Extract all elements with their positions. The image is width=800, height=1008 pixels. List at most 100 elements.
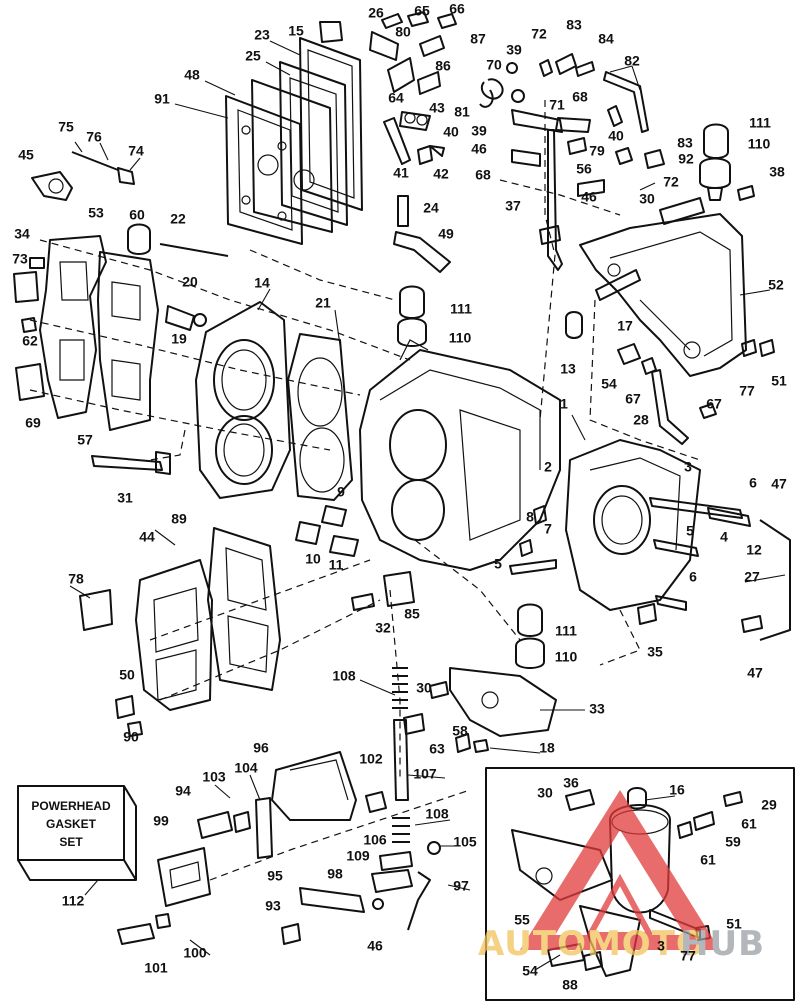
part-label-p65: 65 xyxy=(414,3,430,19)
watermark: AUTOMOTO HUB xyxy=(478,790,765,964)
part-label-p108a: 108 xyxy=(332,668,356,684)
gasket-box-line1: POWERHEAD xyxy=(31,799,111,813)
alignment-lines xyxy=(29,100,701,881)
part-label-p68b: 68 xyxy=(475,167,491,183)
part-label-p21: 21 xyxy=(315,295,331,311)
part-label-p83b: 83 xyxy=(677,135,693,151)
part-label-p98: 98 xyxy=(327,866,343,882)
part-label-p67a: 67 xyxy=(625,391,641,407)
part-label-p75: 75 xyxy=(58,119,74,135)
part-label-p25: 25 xyxy=(245,48,261,64)
part-label-p41: 41 xyxy=(393,165,409,181)
part-label-p88: 88 xyxy=(562,977,578,993)
part-label-p76: 76 xyxy=(86,129,102,145)
part-label-p108b: 108 xyxy=(425,806,449,822)
part-label-p110b: 110 xyxy=(449,330,472,346)
intake-manifold xyxy=(79,527,281,737)
part-label-p34: 34 xyxy=(14,226,30,242)
part-label-p45: 45 xyxy=(18,147,34,163)
cylinder-head xyxy=(91,301,291,499)
part-label-p48: 48 xyxy=(184,67,200,83)
part-label-p3b: 3 xyxy=(657,938,665,954)
part-label-p30a: 30 xyxy=(639,191,655,207)
part-label-p104: 104 xyxy=(234,760,258,776)
part-label-p43: 43 xyxy=(429,100,445,116)
part-label-p42: 42 xyxy=(433,166,449,182)
upper-motor-mount xyxy=(699,123,755,201)
part-label-p97: 97 xyxy=(453,878,469,894)
part-label-p51b: 51 xyxy=(726,916,742,932)
part-label-p29: 29 xyxy=(761,797,777,813)
part-label-p5a: 5 xyxy=(686,523,694,539)
part-label-p52: 52 xyxy=(768,277,784,293)
part-label-p16: 16 xyxy=(669,782,685,798)
part-label-p103: 103 xyxy=(202,769,226,785)
part-label-p96: 96 xyxy=(253,740,269,756)
part-label-p19: 19 xyxy=(171,331,187,347)
part-label-p30b: 30 xyxy=(416,680,432,696)
part-label-p38: 38 xyxy=(769,164,785,180)
part-label-p33: 33 xyxy=(589,701,605,717)
part-label-p93: 93 xyxy=(265,898,281,914)
part-label-p110a: 110 xyxy=(748,136,771,152)
cylinder-block xyxy=(359,195,561,571)
part-label-p107: 107 xyxy=(413,766,437,782)
part-label-p78: 78 xyxy=(68,571,84,587)
part-label-p6b: 6 xyxy=(689,569,697,585)
lower-motor-mount xyxy=(403,603,557,753)
part-label-p102: 102 xyxy=(359,751,383,767)
part-label-p72b: 72 xyxy=(663,174,679,190)
part-label-p77a: 77 xyxy=(739,383,755,399)
part-label-p59: 59 xyxy=(725,834,741,850)
part-label-p28: 28 xyxy=(633,412,649,428)
part-label-p53: 53 xyxy=(88,205,104,221)
part-label-p3: 3 xyxy=(684,459,692,475)
part-label-p83a: 83 xyxy=(566,17,582,33)
starter-bracket xyxy=(351,571,763,633)
part-label-p111a: 111 xyxy=(749,115,771,131)
part-label-p68a: 68 xyxy=(572,89,588,105)
part-label-p111c: 111 xyxy=(555,623,577,639)
throttle-linkage xyxy=(479,53,705,271)
part-label-p105: 105 xyxy=(453,834,477,850)
part-label-p60: 60 xyxy=(129,207,145,223)
part-label-p36: 36 xyxy=(563,775,579,791)
crankcase xyxy=(509,439,791,641)
part-label-p101: 101 xyxy=(144,960,168,976)
mounting-bracket xyxy=(565,213,775,445)
part-label-p77b: 77 xyxy=(680,948,696,964)
part-label-p56: 56 xyxy=(576,161,592,177)
gasket-set-box: POWERHEAD GASKET SET xyxy=(17,785,137,881)
part-label-p99: 99 xyxy=(153,813,169,829)
watermark-text-a: AUTOMOTO xyxy=(478,924,706,964)
part-label-p46a: 46 xyxy=(471,141,487,157)
part-label-p61b: 61 xyxy=(700,852,716,868)
part-label-p8: 8 xyxy=(526,509,534,525)
part-label-p94: 94 xyxy=(175,783,191,799)
part-label-p58: 58 xyxy=(452,723,468,739)
transfer-port-covers xyxy=(13,223,229,431)
part-label-p11: 11 xyxy=(329,557,344,573)
part-label-p9: 9 xyxy=(337,484,345,500)
part-label-p22: 22 xyxy=(170,211,186,227)
part-label-p54b: 54 xyxy=(522,963,538,979)
part-label-p12: 12 xyxy=(746,542,762,558)
exhaust-cover-gaskets xyxy=(225,37,363,245)
part-label-p39b: 39 xyxy=(471,123,487,139)
part-label-p82: 82 xyxy=(624,53,640,69)
part-label-p46c: 46 xyxy=(367,938,383,954)
part-label-p5b: 5 xyxy=(494,556,502,572)
part-label-p112: 112 xyxy=(62,893,85,909)
part-label-p4: 4 xyxy=(720,529,728,545)
shift-lever-assembly xyxy=(365,667,441,931)
part-label-p95: 95 xyxy=(267,868,283,884)
ignition-coil-mount xyxy=(117,751,365,945)
part-label-p35: 35 xyxy=(647,644,663,660)
part-label-p62: 62 xyxy=(22,333,38,349)
part-label-p109: 109 xyxy=(346,848,370,864)
watermark-text-b: HUB xyxy=(680,924,765,964)
part-label-p14: 14 xyxy=(254,275,270,291)
part-label-p15: 15 xyxy=(288,23,304,39)
